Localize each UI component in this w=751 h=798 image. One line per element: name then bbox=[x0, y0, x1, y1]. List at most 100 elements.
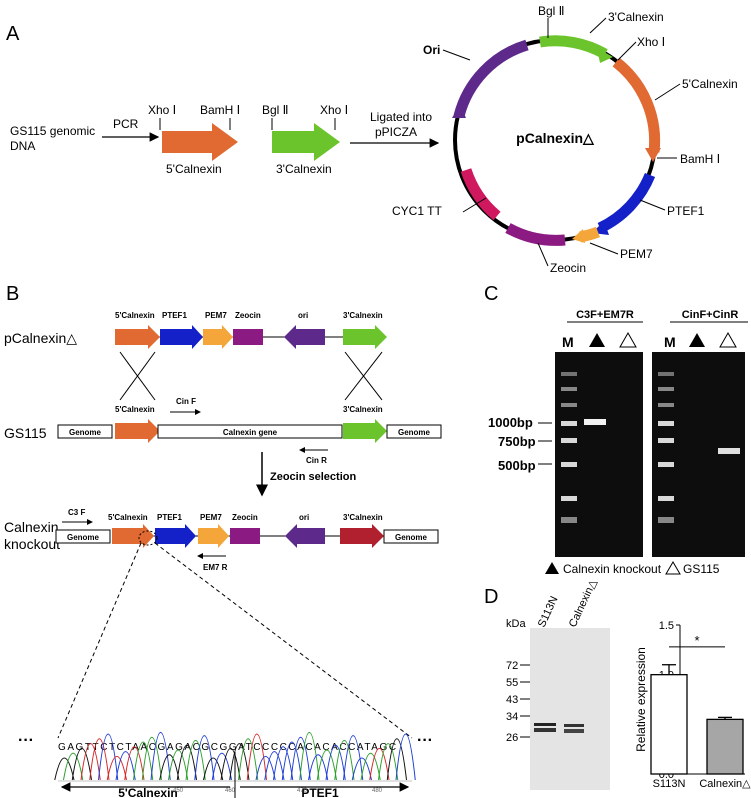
trace-peak bbox=[115, 751, 136, 781]
plasmid-label-xho1: Xho Ⅰ bbox=[637, 35, 665, 49]
trace-peak bbox=[281, 741, 302, 781]
ligate-line1: Ligated into bbox=[370, 110, 432, 124]
trace-peak bbox=[71, 747, 92, 781]
trace-peak bbox=[343, 735, 364, 781]
tick-480: 480 bbox=[372, 788, 383, 794]
bar bbox=[706, 718, 744, 775]
5calnexin-fragment bbox=[162, 123, 238, 161]
c3f-label: C3 F bbox=[68, 508, 85, 517]
ellipsis-right: ··· bbox=[417, 732, 433, 749]
ladder-500: 500bp bbox=[498, 458, 536, 473]
frag2-label: 3'Calnexin bbox=[276, 162, 332, 176]
tick-450: 450 bbox=[173, 788, 184, 794]
cinf-label: Cin F bbox=[176, 397, 196, 406]
x-category-label: Calnexin△ bbox=[699, 778, 751, 790]
ladder-750: 750bp bbox=[498, 434, 536, 449]
pcr-label: PCR bbox=[113, 117, 139, 131]
plasmid-cyc1 bbox=[460, 168, 501, 221]
row1-seg-pem7: PEM7 bbox=[205, 311, 227, 320]
row3-seg-3calnexin: 3'Calnexin bbox=[343, 513, 383, 522]
chromatogram: GAGTTCTCTAACGAGACGCGGATCCCCCACACACCATAGC… bbox=[54, 731, 416, 798]
row2-calnexin-gene: Calnexin gene bbox=[223, 428, 278, 437]
row2-seg-3calnexin: 3'Calnexin bbox=[343, 405, 383, 414]
plasmid-ori bbox=[453, 39, 529, 118]
junction-right-label: PTEF1 bbox=[301, 786, 339, 798]
bar bbox=[650, 674, 688, 775]
trace-peak bbox=[351, 757, 372, 781]
trace-peak bbox=[325, 744, 346, 781]
trace-peak bbox=[54, 757, 75, 781]
sequence-text: GAGTTCTCTAACGAGACGCGGATCCCCCACACACCATAGC bbox=[58, 742, 398, 753]
plasmid-label-pem7: PEM7 bbox=[620, 247, 653, 261]
xho1-site: Xho Ⅰ bbox=[148, 103, 176, 117]
bgl2-site: Bgl Ⅱ bbox=[262, 103, 289, 117]
row3-seg-pem7: PEM7 bbox=[200, 513, 222, 522]
trace-peak bbox=[360, 753, 381, 781]
mw-26: 26 bbox=[506, 732, 518, 744]
legend-knockout: Calnexin knockout bbox=[563, 562, 662, 576]
lane2-label: Calnexin△ bbox=[567, 577, 600, 629]
plasmid-name: pCalnexin△ bbox=[516, 130, 595, 146]
trace-peak bbox=[308, 754, 329, 781]
y-axis-label: Relative expression bbox=[634, 647, 648, 752]
trace-peak bbox=[194, 735, 215, 781]
trace-peak bbox=[378, 743, 399, 781]
plasmid-ptef1 bbox=[597, 172, 656, 233]
trace-peak bbox=[98, 733, 119, 781]
row2-seg-5calnexin: 5'Calnexin bbox=[115, 405, 155, 414]
mw-72: 72 bbox=[506, 660, 518, 672]
selection-label: Zeocin selection bbox=[270, 471, 356, 483]
trace-peak bbox=[176, 744, 197, 781]
row2-genome-left: Genome bbox=[69, 428, 102, 437]
trace-peak bbox=[369, 747, 390, 781]
gel-2 bbox=[652, 352, 745, 557]
row2-name: GS115 bbox=[4, 425, 47, 441]
trace-peak bbox=[211, 753, 232, 781]
row3-genome-left: Genome bbox=[67, 533, 100, 542]
panel-a-label: A bbox=[6, 23, 20, 45]
row3-seg-ptef1: PTEF1 bbox=[157, 513, 182, 522]
plasmid-label-zeocin: Zeocin bbox=[550, 261, 586, 275]
plasmid-label-bamh1: BamH Ⅰ bbox=[680, 152, 720, 166]
row1-seg-3calnexin: 3'Calnexin bbox=[343, 311, 383, 320]
plasmid-label-5calnexin: 5'Calnexin bbox=[682, 77, 738, 91]
trace-peak bbox=[386, 738, 407, 781]
ladder-1000: 1000bp bbox=[488, 415, 533, 430]
plasmid-label-3calnexin: 3'Calnexin bbox=[608, 10, 664, 24]
row3-genome-right: Genome bbox=[395, 533, 428, 542]
bamh1-site: BamH Ⅰ bbox=[200, 103, 240, 117]
panel-a: A GS115 genomic DNA PCR Xho Ⅰ BamH Ⅰ 5'C… bbox=[6, 4, 738, 275]
mw-55: 55 bbox=[506, 677, 518, 689]
plasmid-label-cyc1: CYC1 TT bbox=[392, 204, 442, 218]
tick-470: 470 bbox=[297, 788, 308, 794]
row1-seg-ori: ori bbox=[298, 311, 308, 320]
row1-name: pCalnexin△ bbox=[4, 330, 77, 346]
plasmid-label-ori: Ori bbox=[423, 43, 440, 57]
ellipsis-left: ··· bbox=[18, 732, 34, 749]
cinr-label: Cin R bbox=[306, 456, 327, 465]
legend-gs115: GS115 bbox=[683, 562, 720, 576]
trace-peak bbox=[133, 741, 154, 781]
trace-peak bbox=[255, 756, 276, 781]
trace-peak bbox=[106, 756, 127, 781]
row3-name-line1: Calnexin bbox=[4, 519, 58, 535]
frag1-label: 5'Calnexin bbox=[166, 162, 222, 176]
trace-peak bbox=[124, 746, 145, 781]
plasmid-3calnexin bbox=[539, 35, 608, 59]
marker-label-2: M bbox=[664, 334, 676, 350]
plasmid-label-ptef1: PTEF1 bbox=[667, 204, 705, 218]
trace-peak bbox=[264, 751, 285, 781]
trace-peak bbox=[168, 749, 189, 781]
row3-seg-zeocin: Zeocin bbox=[232, 513, 258, 522]
panel-d-label: D bbox=[484, 586, 498, 608]
trace-peak bbox=[273, 746, 294, 781]
y-tick-label: 1.5 bbox=[659, 620, 674, 632]
marker-label-1: M bbox=[562, 334, 574, 350]
trace-peak bbox=[299, 731, 320, 781]
row1-seg-ptef1: PTEF1 bbox=[162, 311, 187, 320]
trace-peak bbox=[63, 753, 84, 781]
x-category-label: S113N bbox=[653, 778, 686, 790]
source-line2: DNA bbox=[10, 139, 35, 153]
trace-peak bbox=[290, 736, 311, 781]
